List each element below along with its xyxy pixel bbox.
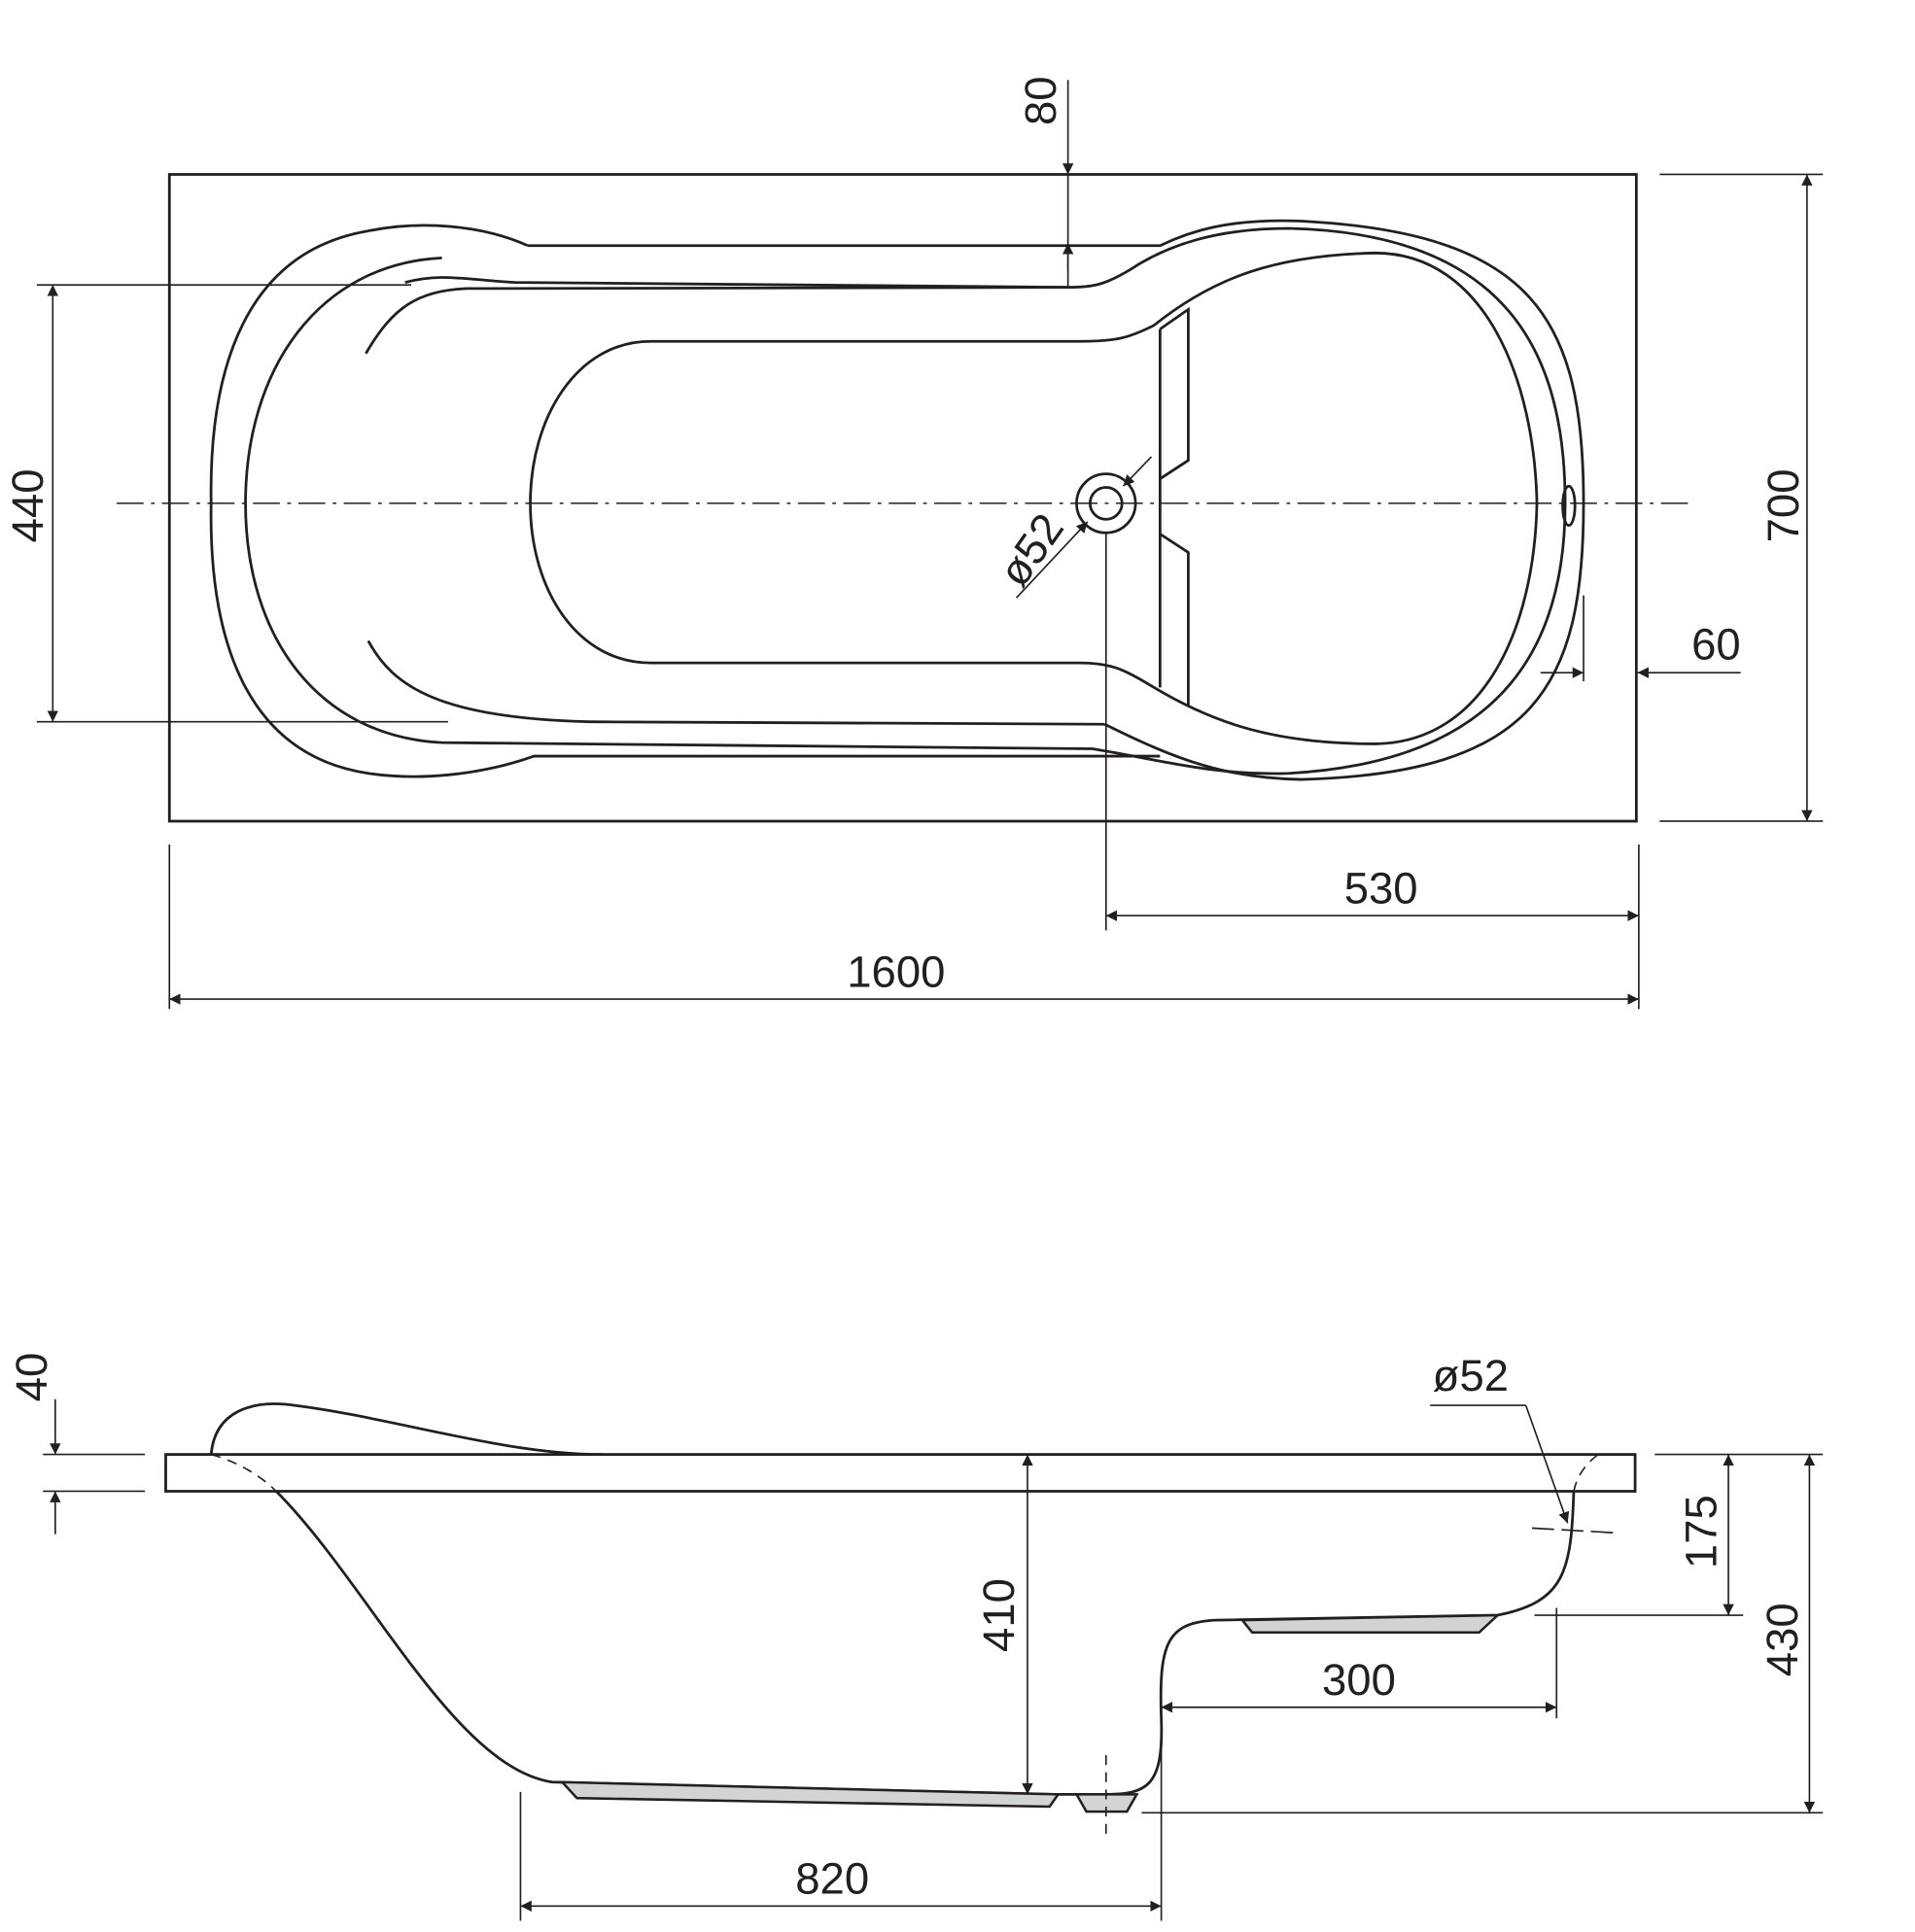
rim-contour [209, 219, 1585, 781]
headrest-profile [209, 1402, 602, 1456]
foot-main [559, 1780, 1061, 1809]
dim-label-440: 440 [3, 469, 52, 543]
dim-label-700: 700 [1758, 469, 1808, 543]
leader-overflow [1524, 1404, 1570, 1524]
back-slope-hidden [210, 1453, 277, 1493]
overflow-axis [1531, 1527, 1619, 1535]
head-rest-line [365, 286, 1068, 355]
leader-drain [1016, 521, 1089, 599]
dim-label-80: 80 [1016, 76, 1065, 125]
drain-inner [1088, 486, 1124, 521]
dim-label-410: 410 [974, 1578, 1024, 1652]
dim-label-overflow: ø52 [1433, 1351, 1509, 1400]
dim-label-175: 175 [1676, 1495, 1725, 1569]
seat-step [1158, 306, 1190, 707]
tub-outline-top [167, 173, 1638, 823]
dim-label-40: 40 [7, 1353, 56, 1402]
foot-seat [1239, 1613, 1501, 1634]
drain-outlet [1074, 1793, 1139, 1813]
rim-profile [164, 1453, 1637, 1493]
basin-contour [529, 251, 1539, 745]
dim-label-820: 820 [795, 1854, 869, 1904]
tub-body-profile [275, 1490, 1576, 1796]
side-view: 40 ø52 175 430 410 300 820 [7, 1351, 1824, 1921]
dim-label-300: 300 [1322, 1655, 1396, 1705]
head-rest-line-lower [366, 639, 1105, 726]
inner-contour [244, 226, 1567, 776]
dim-label-530: 530 [1344, 864, 1418, 914]
dim-label-drain: ø52 [989, 504, 1073, 595]
leader-drain-2 [1122, 456, 1153, 487]
top-view: 80 440 ø52 700 60 530 1600 [3, 76, 1824, 1010]
overflow-hole [1561, 484, 1577, 528]
dim-label-430: 430 [1758, 1603, 1807, 1676]
overflow-hidden [1573, 1453, 1599, 1492]
dim-label-60: 60 [1691, 619, 1741, 669]
dim-label-1600: 1600 [847, 947, 945, 996]
